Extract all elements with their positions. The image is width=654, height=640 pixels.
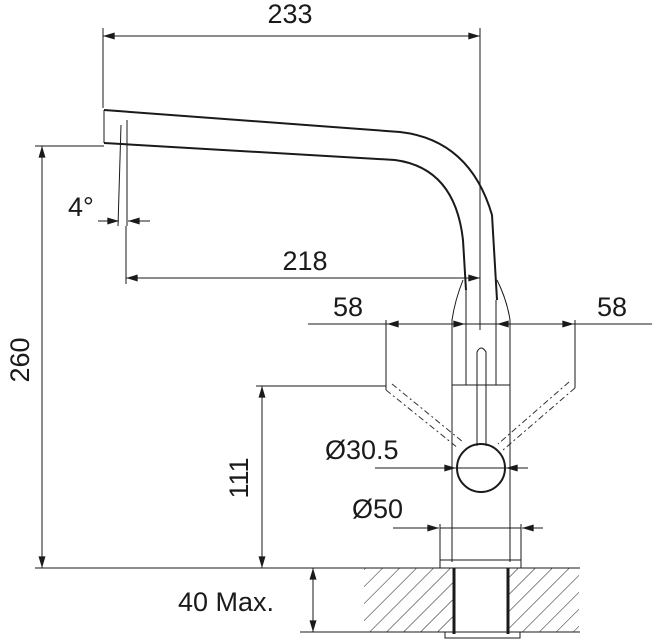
dim-spout-angle: 4° <box>68 192 94 222</box>
dim-lever-swing-right: 58 <box>597 292 627 322</box>
dim-base-diameter: Ø50 <box>352 494 403 524</box>
dim-max-counter-thickness: 40 Max. <box>178 587 274 617</box>
dimension-lines <box>35 28 652 632</box>
spout <box>103 109 498 301</box>
dim-lever-swing-left: 58 <box>333 292 363 322</box>
faucet-body <box>439 279 522 569</box>
lever <box>385 347 576 493</box>
dim-spout-reach: 218 <box>282 246 327 276</box>
dim-overall-reach: 233 <box>267 0 312 29</box>
dim-overall-height: 260 <box>5 337 35 382</box>
dim-lever-height: 111 <box>224 457 254 498</box>
dim-lever-diameter: Ø30.5 <box>325 435 399 465</box>
counter-section <box>35 567 580 639</box>
